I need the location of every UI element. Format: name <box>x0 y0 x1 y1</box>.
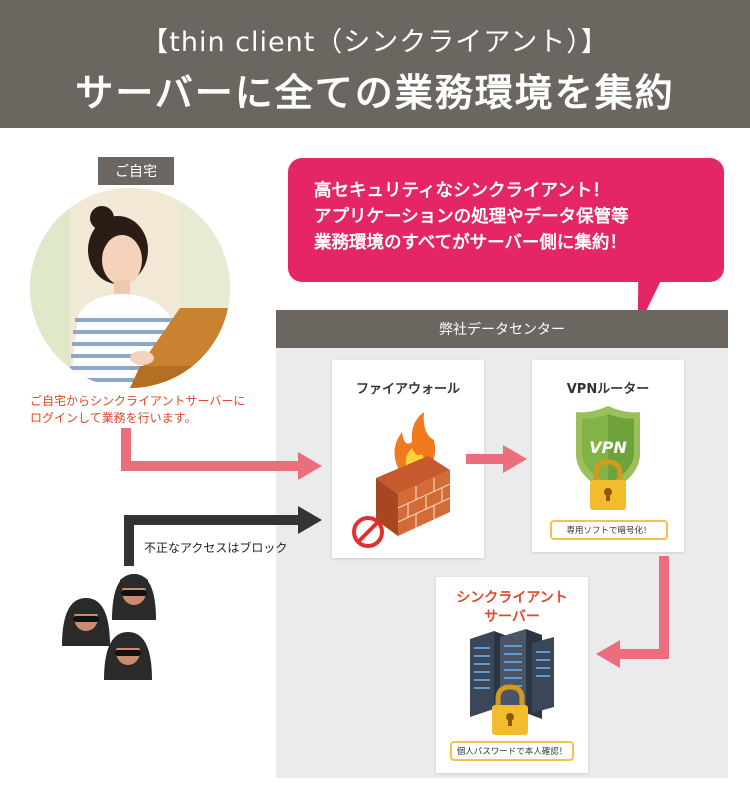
home-description-line1: ご自宅からシンクライアントサーバーに <box>30 394 246 408</box>
arrow-home-to-firewall-head <box>298 452 322 480</box>
arrow-intruders-blocked <box>124 515 300 566</box>
arrow-vpn-to-server-head <box>596 640 620 668</box>
datacenter-title: 弊社データセンター <box>276 310 728 348</box>
vpn-encryption-badge: 専用ソフトで暗号化！ <box>550 520 668 540</box>
header-subtitle: 【thin client（シンクライアント）】 <box>141 27 609 58</box>
server-password-badge: 個人パスワードで本人確認！ <box>450 741 574 761</box>
arrow-vpn-to-server <box>618 556 669 659</box>
firewall-title: ファイアウォール <box>355 382 460 397</box>
home-tag: ご自宅 <box>98 157 174 185</box>
datacenter-panel: 弊社データセンター ファイアウォール <box>276 310 728 778</box>
server-title: シンクライアント サーバー <box>436 589 588 627</box>
vpn-shield-text: VPN <box>589 438 627 457</box>
firewall-icon <box>352 412 451 548</box>
bubble-line3: 業務環境のすべてがサーバー側に集約！ <box>314 233 627 253</box>
thin-client-server-card: シンクライアント サーバー <box>436 577 588 773</box>
vpn-title: VPNルーター <box>566 382 650 397</box>
firewall-card: ファイアウォール <box>332 360 484 558</box>
security-callout-bubble: 高セキュリティなシンクライアント！ アプリケーションの処理やデータ保管等 業務環… <box>288 158 724 282</box>
home-description-line2: ログインして業務を行います。 <box>30 411 197 425</box>
home-description: ご自宅からシンクライアントサーバーに ログインして業務を行います。 <box>30 393 290 427</box>
header-title: サーバーに全ての業務環境を集約 <box>75 71 675 115</box>
bubble-line2: アプリケーションの処理やデータ保管等 <box>314 207 629 227</box>
vpn-router-card: VPNルーター VPN 専用ソフトで暗号化！ <box>532 360 684 552</box>
vpn-shield-icon <box>576 406 640 510</box>
arrow-home-to-firewall <box>121 428 300 471</box>
server-rack-icon <box>470 629 554 735</box>
server-title-line1: シンクライアント <box>456 590 568 606</box>
block-access-label: 不正なアクセスはブロック <box>144 541 288 555</box>
header-banner: 【thin client（シンクライアント）】 サーバーに全ての業務環境を集約 <box>0 0 750 128</box>
arrow-intruders-blocked-head <box>298 506 322 534</box>
bubble-line1: 高セキュリティなシンクライアント！ <box>314 181 610 201</box>
server-title-line2: サーバー <box>484 609 540 625</box>
arrow-firewall-to-vpn-head <box>503 445 527 473</box>
